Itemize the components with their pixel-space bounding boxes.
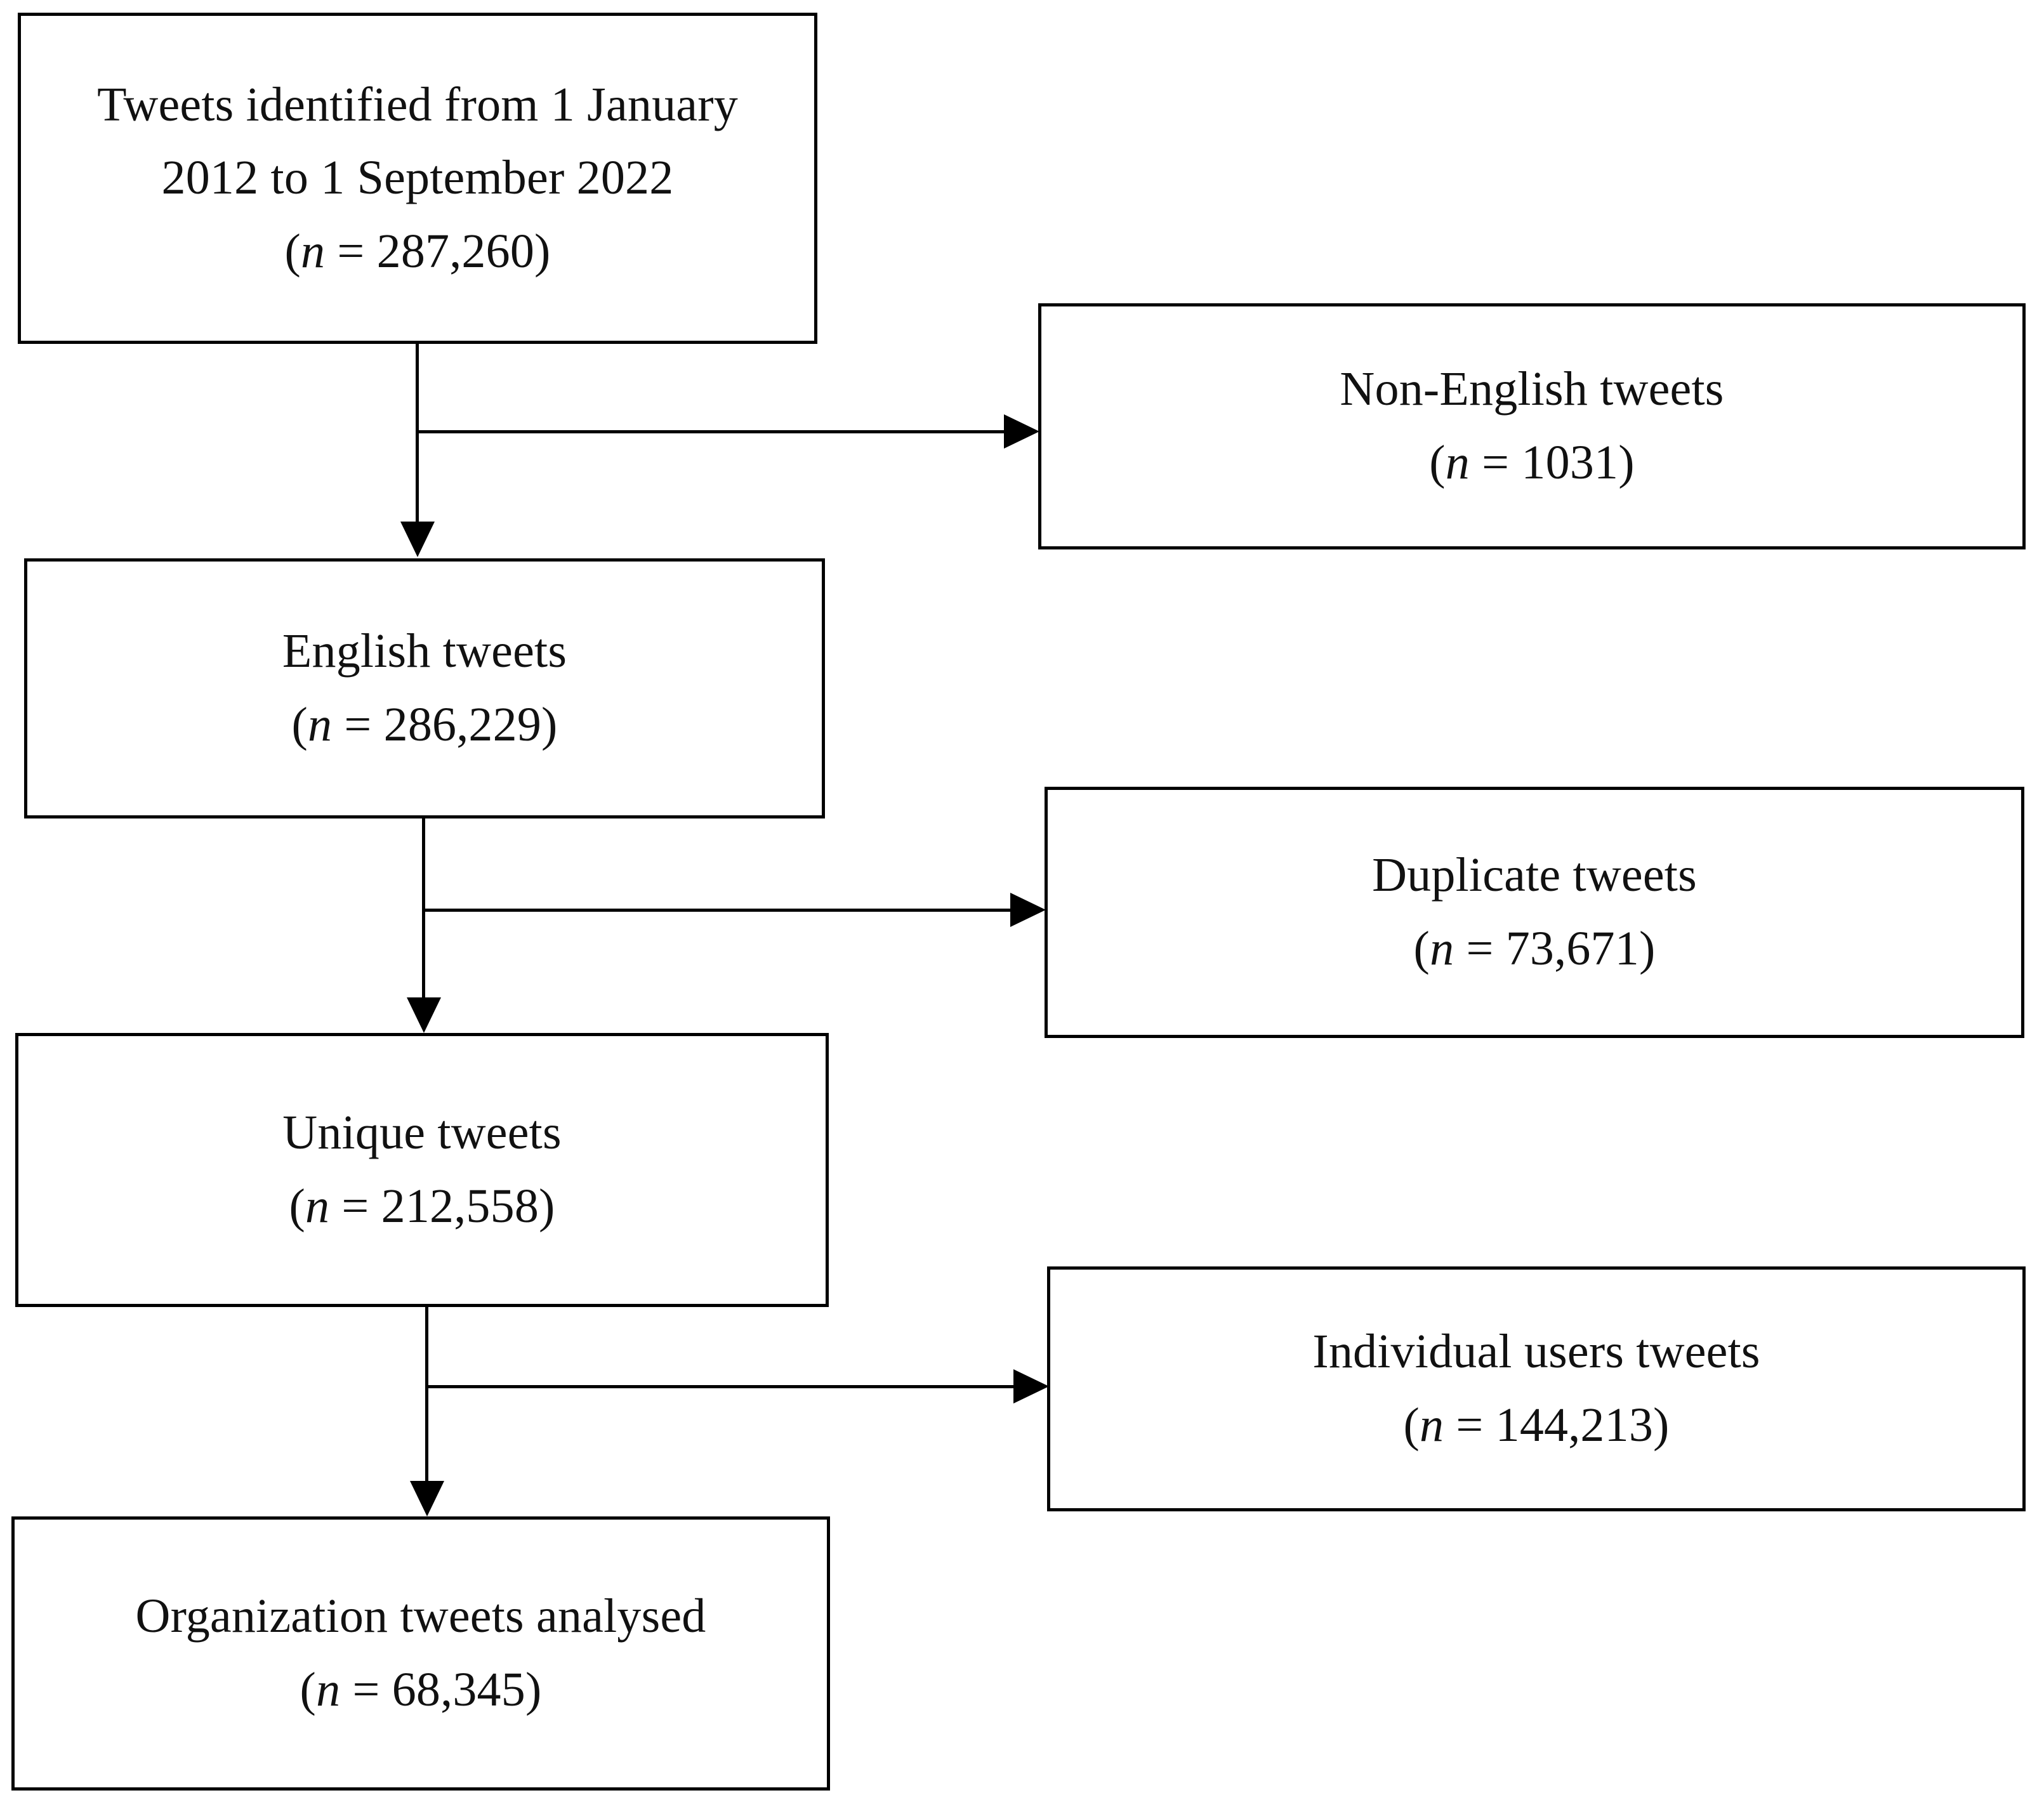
paren-close: ) [541,698,558,751]
equals: = [1444,1398,1496,1452]
count-value: 68,345 [392,1663,525,1716]
paren-close: ) [525,1663,542,1716]
count-value: 287,260 [376,224,535,278]
paren-close: ) [1638,922,1656,975]
paren-close: ) [539,1180,555,1233]
paren-open: ( [291,698,308,751]
node-non-english-tweets-line1: Non-English tweets [1340,362,1724,416]
n-symbol: n [1430,922,1454,975]
paren-open: ( [1429,436,1446,489]
connector-unique-to-individual-arrowhead [1013,1369,1049,1403]
node-individual-users-tweets: Individual users tweets (n = 144,213) [1047,1266,2026,1511]
node-duplicate-tweets-line1: Duplicate tweets [1372,848,1697,902]
connector-unique-to-individual-line [427,1385,1017,1388]
connector-unique-to-analysed-arrowhead [410,1481,444,1516]
equals: = [329,1180,381,1233]
node-tweets-identified-line1: Tweets identified from 1 January [97,77,738,131]
paren-open: ( [289,1180,305,1233]
connector-identified-to-non-english-arrowhead [1004,414,1039,449]
connector-english-to-unique-arrowhead [407,997,441,1033]
paren-open: ( [284,224,301,278]
paren-open: ( [300,1663,317,1716]
connector-unique-to-analysed-line [425,1306,428,1481]
node-duplicate-tweets-count: (n = 73,671) [1414,912,1656,986]
node-unique-tweets-count: (n = 212,558) [289,1170,555,1244]
node-unique-tweets-line1: Unique tweets [282,1106,562,1160]
paren-open: ( [1413,922,1430,975]
n-symbol: n [1445,436,1470,489]
n-symbol: n [300,224,326,278]
connector-english-to-unique-line [422,817,425,997]
node-tweets-identified-count: (n = 287,260) [284,215,550,289]
equals: = [1454,922,1506,975]
node-english-tweets-count: (n = 286,229) [291,688,557,762]
node-individual-users-tweets-count: (n = 144,213) [1403,1389,1669,1462]
connector-english-to-duplicate-line [424,909,1014,912]
connector-english-to-duplicate-arrowhead [1010,893,1046,927]
n-symbol: n [307,698,333,751]
count-value: 144,213 [1495,1398,1654,1452]
count-value: 1031 [1521,436,1619,489]
paren-open: ( [1403,1398,1420,1452]
node-organization-tweets-analysed-count: (n = 68,345) [300,1653,542,1727]
equals: = [340,1663,392,1716]
node-organization-tweets-analysed: Organization tweets analysed (n = 68,345… [11,1516,830,1791]
node-unique-tweets: Unique tweets (n = 212,558) [15,1033,829,1307]
equals: = [332,698,384,751]
count-value: 212,558 [381,1180,539,1233]
count-value: 73,671 [1505,922,1639,975]
paren-close: ) [1653,1398,1670,1452]
equals: = [325,224,377,278]
equals: = [1469,436,1522,489]
node-organization-tweets-analysed-line1: Organization tweets analysed [135,1589,706,1643]
node-non-english-tweets-count: (n = 1031) [1429,426,1635,500]
n-symbol: n [305,1180,330,1233]
node-tweets-identified-line2: 2012 to 1 September 2022 [161,151,674,205]
node-individual-users-tweets-line1: Individual users tweets [1312,1325,1760,1379]
paren-close: ) [1618,436,1635,489]
node-tweets-identified: Tweets identified from 1 January 2012 to… [18,13,817,344]
count-value: 286,229 [383,698,542,751]
paren-close: ) [534,224,551,278]
node-non-english-tweets: Non-English tweets (n = 1031) [1038,303,2026,549]
n-symbol: n [316,1663,341,1716]
n-symbol: n [1419,1398,1444,1452]
node-english-tweets-line1: English tweets [282,624,567,678]
connector-identified-to-english-line [416,344,419,522]
node-duplicate-tweets: Duplicate tweets (n = 73,671) [1045,787,2024,1038]
connector-identified-to-english-arrowhead [400,522,435,557]
node-english-tweets: English tweets (n = 286,229) [24,558,825,818]
connector-identified-to-non-english-line [418,430,1008,433]
